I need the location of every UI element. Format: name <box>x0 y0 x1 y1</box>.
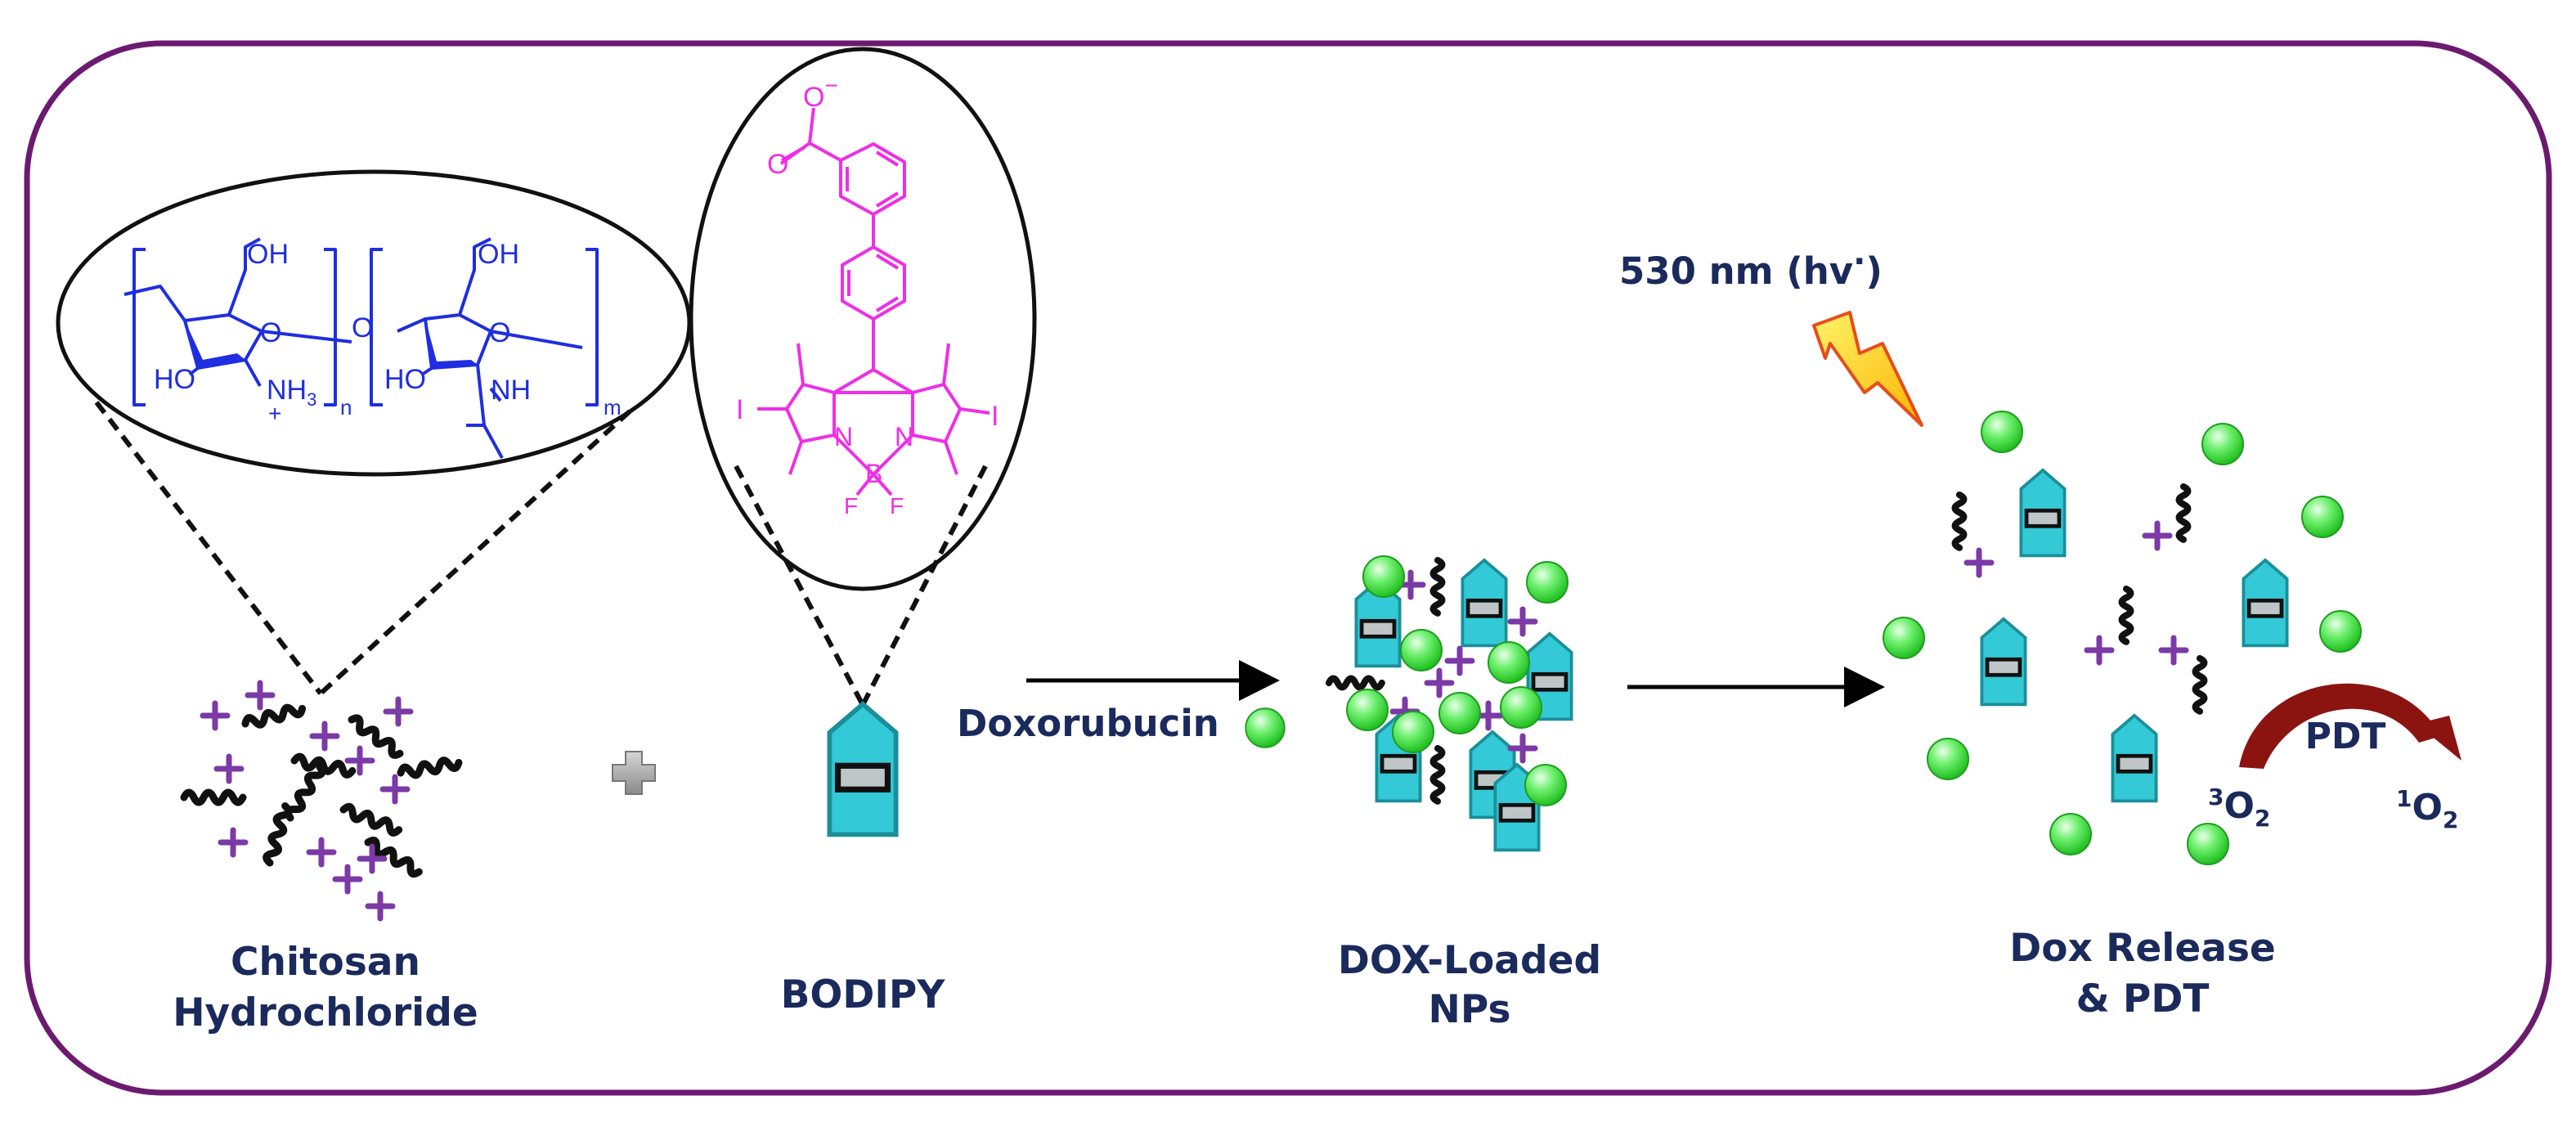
ho-1: HO <box>154 364 195 395</box>
dox-sphere <box>1526 561 1568 604</box>
nps-label-line2: NPs <box>1429 987 1511 1032</box>
zoom-line-left-bodipy <box>734 465 865 707</box>
chitosan-label-line2: Hydrochloride <box>173 990 478 1035</box>
nh3-label: NH3 <box>267 375 316 410</box>
dox-sphere <box>2319 610 2362 653</box>
chitosan-structure-ellipse <box>56 169 692 477</box>
dox-sphere <box>2187 823 2229 865</box>
dox-sphere <box>2301 496 2344 538</box>
zoom-line-right <box>318 409 632 696</box>
triplet-oxygen-label: 3O2 <box>2208 784 2270 832</box>
bodipy-unit-icon <box>829 704 895 835</box>
polymer-chain <box>2179 487 2188 540</box>
dox-sphere <box>2201 423 2244 465</box>
dox-sphere <box>1500 686 1542 729</box>
dox-sphere <box>1438 692 1481 734</box>
bodipy-structure-ellipse <box>689 47 1037 591</box>
dox-sphere <box>1981 411 2023 453</box>
nps-label-line1: DOX-Loaded <box>1338 938 1601 983</box>
dox-sphere <box>1883 617 1925 659</box>
bodipy-unit-icon <box>2112 716 2156 801</box>
bodipy-structure-callout: O− O I I N N B F F <box>689 47 1037 707</box>
m-index: m <box>604 395 622 420</box>
doxorubicin-label: Doxorubucin <box>957 702 1219 745</box>
light-wavelength-label: 530 nm (hv·) <box>1619 243 1883 293</box>
n-right: N <box>895 422 913 451</box>
zoom-line-left <box>94 401 323 695</box>
n-index: n <box>340 395 352 420</box>
iodine-left: I <box>736 394 743 425</box>
polymer-chain <box>1434 560 1443 613</box>
linker-o: O <box>352 312 373 343</box>
dox-sphere <box>1400 629 1443 671</box>
polymer-chain <box>1329 679 1382 688</box>
dox-sphere <box>1362 555 1405 598</box>
carbonyl-o: O <box>767 149 788 180</box>
release-label-line1: Dox Release <box>2009 926 2276 971</box>
dox-sphere <box>1524 764 1567 806</box>
ho-2: HO <box>384 364 426 395</box>
oh-2: OH <box>478 239 519 270</box>
bodipy-unit-icon <box>2021 470 2064 556</box>
boron: B <box>865 459 882 488</box>
polymer-chain <box>1955 495 1964 548</box>
lightning-bolt-icon <box>1812 311 1923 427</box>
zoom-line-right-bodipy <box>860 465 988 707</box>
ring-o-2: O <box>489 317 510 348</box>
bodipy-unit-icon <box>2243 560 2287 646</box>
bodipy-label: BODIPY <box>781 972 946 1017</box>
fluorine-right: F <box>890 493 904 519</box>
ring-o-1: O <box>260 317 281 348</box>
dox-sphere <box>1927 738 1969 780</box>
n-left: N <box>834 422 853 451</box>
dox-sphere <box>2049 813 2092 855</box>
doxorubicin-sphere-icon <box>1245 707 1286 748</box>
nh-label: NH <box>491 375 531 406</box>
bodipy-unit-icon <box>1462 560 1506 646</box>
polymer-chain <box>1434 748 1443 801</box>
release-label-line2: & PDT <box>2076 977 2210 1022</box>
oh-1: OH <box>247 239 289 270</box>
dox-sphere <box>1346 689 1389 731</box>
iodine-right: I <box>991 401 999 432</box>
chitosan-label-line1: Chitosan <box>231 940 420 985</box>
pdt-arrow <box>2239 683 2462 769</box>
nh3-charge: + <box>268 401 281 426</box>
singlet-oxygen-label: 1O2 <box>2396 785 2458 833</box>
pdt-label: PDT <box>2305 716 2386 757</box>
dox-sphere <box>1392 711 1434 753</box>
polymer-chain <box>2122 589 2131 642</box>
polymer-chain <box>2196 658 2205 712</box>
bodipy-unit-icon <box>1981 619 2025 705</box>
fluorine-left: F <box>844 493 858 519</box>
polymer-chain <box>184 793 243 802</box>
dox-sphere <box>1488 641 1530 684</box>
carboxylate-o-top: O− <box>803 73 838 113</box>
addition-plus-icon <box>612 751 656 795</box>
